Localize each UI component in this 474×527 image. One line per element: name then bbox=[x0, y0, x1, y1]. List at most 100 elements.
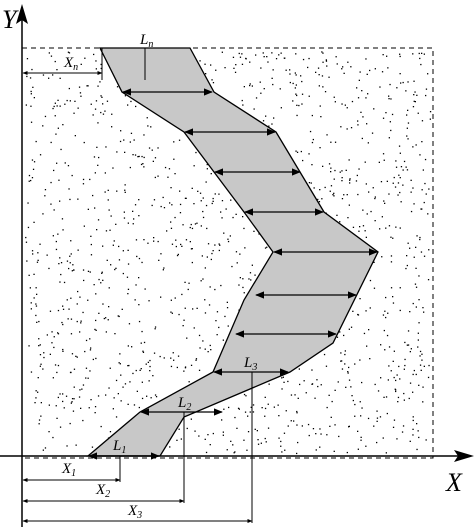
speckle-dot bbox=[160, 296, 162, 298]
speckle-dot bbox=[43, 356, 45, 359]
speckle-dot bbox=[352, 226, 355, 228]
speckle-dot bbox=[386, 412, 388, 415]
speckle-dot bbox=[367, 142, 369, 144]
speckle-dot bbox=[393, 376, 395, 379]
speckle-dot bbox=[64, 103, 66, 105]
speckle-dot bbox=[216, 311, 219, 313]
speckle-dot bbox=[95, 68, 97, 70]
speckle-dot bbox=[283, 381, 285, 383]
speckle-dot bbox=[399, 73, 401, 75]
speckle-dot bbox=[130, 132, 133, 134]
speckle-dot bbox=[413, 80, 415, 82]
speckle-dot bbox=[396, 374, 398, 376]
speckle-dot bbox=[412, 187, 414, 189]
speckle-dot bbox=[346, 451, 348, 454]
speckle-dot bbox=[415, 306, 417, 308]
speckle-dot bbox=[69, 262, 71, 264]
speckle-dot bbox=[205, 204, 208, 207]
speckle-dot bbox=[73, 368, 76, 370]
speckle-dot bbox=[258, 233, 260, 235]
speckle-dot bbox=[379, 86, 381, 88]
speckle-dot bbox=[339, 171, 341, 173]
speckle-dot bbox=[356, 174, 358, 177]
speckle-dot bbox=[231, 265, 233, 268]
speckle-dot bbox=[326, 65, 328, 67]
speckle-dot bbox=[385, 227, 387, 229]
speckle-dot bbox=[264, 415, 266, 417]
speckle-dot bbox=[183, 319, 185, 321]
speckle-dot bbox=[62, 305, 64, 307]
speckle-dot bbox=[403, 392, 405, 395]
speckle-dot bbox=[287, 425, 289, 427]
speckle-dot bbox=[33, 273, 35, 275]
speckle-dot bbox=[50, 55, 53, 57]
speckle-dot bbox=[141, 397, 144, 400]
speckle-dot bbox=[399, 55, 401, 58]
speckle-dot bbox=[176, 439, 178, 441]
speckle-dot bbox=[100, 282, 102, 284]
speckle-dot bbox=[402, 169, 404, 171]
speckle-dot bbox=[72, 264, 74, 266]
speckle-dot bbox=[102, 303, 104, 305]
speckle-dot bbox=[50, 141, 52, 144]
speckle-dot bbox=[249, 61, 251, 63]
speckle-dot bbox=[409, 382, 412, 384]
speckle-dot bbox=[396, 438, 398, 440]
speckle-dot bbox=[330, 171, 332, 173]
speckle-dot bbox=[386, 55, 388, 57]
speckle-dot bbox=[420, 251, 423, 253]
speckle-dot bbox=[289, 73, 291, 75]
speckle-dot bbox=[193, 327, 195, 329]
speckle-dot bbox=[143, 239, 145, 241]
speckle-dot bbox=[106, 259, 108, 261]
speckle-dot bbox=[383, 396, 385, 398]
speckle-dot bbox=[365, 236, 367, 238]
speckle-dot bbox=[362, 116, 364, 118]
speckle-dot bbox=[350, 386, 352, 388]
speckle-dot bbox=[90, 235, 92, 237]
speckle-dot bbox=[84, 57, 86, 59]
speckle-dot bbox=[405, 90, 407, 92]
speckle-dot bbox=[347, 61, 349, 63]
speckle-dot bbox=[123, 139, 125, 141]
speckle-dot bbox=[49, 353, 51, 355]
speckle-dot bbox=[348, 366, 350, 369]
speckle-dot bbox=[427, 279, 430, 281]
speckle-dot bbox=[169, 446, 171, 448]
speckle-dot bbox=[338, 435, 340, 438]
speckle-dot bbox=[132, 223, 134, 225]
speckle-dot bbox=[341, 198, 344, 200]
width-arrows bbox=[88, 88, 378, 460]
speckle-dot bbox=[28, 180, 30, 182]
speckle-dot bbox=[369, 69, 371, 72]
speckle-dot bbox=[105, 146, 107, 148]
speckle-dot bbox=[132, 372, 134, 375]
specimen-boundary bbox=[21, 47, 434, 459]
speckle-dot bbox=[141, 155, 143, 158]
y-axis-arrowhead bbox=[16, 4, 28, 24]
speckle-dot bbox=[108, 209, 110, 211]
speckle-dot bbox=[320, 116, 322, 118]
speckle-dot bbox=[212, 200, 214, 202]
speckle-dot bbox=[280, 440, 282, 443]
speckle-dot bbox=[153, 237, 155, 239]
speckle-dot bbox=[104, 110, 106, 112]
label-L1: L1 bbox=[112, 438, 126, 456]
speckle-dot bbox=[283, 432, 286, 434]
speckle-dot bbox=[321, 75, 324, 77]
speckle-dot bbox=[66, 299, 68, 301]
speckle-dot bbox=[70, 253, 72, 255]
speckle-dot bbox=[149, 370, 151, 372]
speckle-dot bbox=[98, 312, 100, 314]
speckle-dot bbox=[378, 161, 380, 163]
speckle-dot bbox=[342, 66, 344, 68]
speckle-dot bbox=[326, 434, 328, 436]
speckle-dot bbox=[359, 298, 361, 300]
label-L2: L2 bbox=[177, 395, 191, 413]
speckle-dot bbox=[409, 440, 411, 442]
speckle-dot bbox=[261, 407, 263, 409]
speckle-dot bbox=[385, 452, 387, 454]
speckle-dot bbox=[134, 299, 136, 301]
speckle-dot bbox=[146, 395, 148, 397]
speckle-dot bbox=[379, 228, 381, 230]
